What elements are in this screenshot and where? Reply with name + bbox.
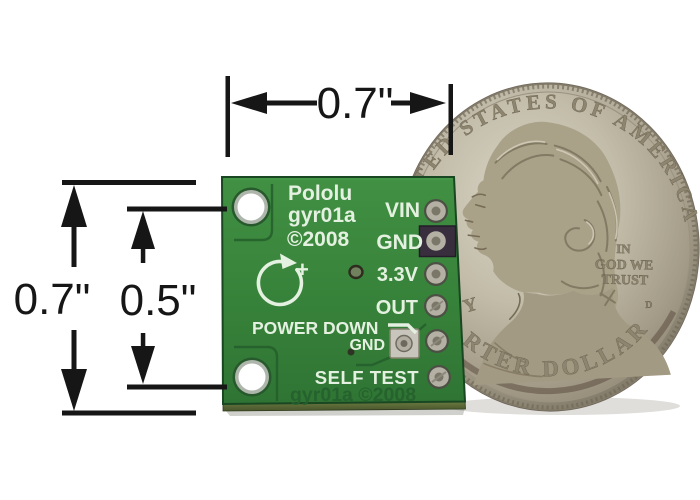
- coin-motto: IN GOD WE TRUST: [595, 241, 654, 289]
- board-shadow: [226, 408, 465, 416]
- board-height-label: 0.7": [14, 275, 91, 324]
- inner-down-arrowhead: [131, 346, 155, 384]
- mounting-hole-bottom: [232, 357, 272, 397]
- outer-bottom-extension-line: [62, 410, 196, 416]
- pin-hole-selftest: [427, 365, 451, 389]
- pin-label-gnd: GND: [376, 231, 423, 254]
- silkscreen-labels: Pololu gyr01a ©2008 VIN GND 3.3V OUT POW…: [252, 182, 423, 406]
- copyright-label: ©2008: [287, 228, 350, 251]
- top-dim-left-tick: [225, 76, 230, 157]
- board-height-dimension: 0.7": [14, 180, 196, 416]
- washington-hair-highlights: [496, 140, 618, 245]
- pin-hole-3v3: [424, 262, 448, 286]
- outer-top-extension-line: [62, 180, 196, 185]
- pin-label-selftest: SELF TEST: [315, 367, 419, 388]
- pin-label-vin: VIN: [385, 199, 420, 222]
- via-3v3: [348, 264, 364, 280]
- motto-line-1: IN: [616, 241, 631, 256]
- top-dim-left-arrowhead: [231, 92, 267, 114]
- inner-top-extension-line: [127, 206, 227, 212]
- motto-line-2: GOD WE: [595, 258, 654, 274]
- power-down-gnd-label: GND: [349, 337, 385, 354]
- outer-up-arrowhead: [61, 185, 87, 227]
- rotation-direction-icon: +: [256, 253, 309, 307]
- gyro-board: + Pololu gyr01a ©2008 VIN GND 3.3V OU: [220, 176, 467, 416]
- pin-hole-pd: [425, 329, 449, 353]
- mint-mark: D: [645, 300, 653, 311]
- liberty-fragment: Y: [461, 294, 481, 318]
- washington-face-details: [464, 193, 543, 378]
- top-width-dimension: 0.7": [225, 76, 453, 157]
- model-label: gyr01a: [288, 204, 356, 227]
- power-down-bracket: [388, 323, 418, 335]
- top-dim-right-tick: [448, 84, 453, 155]
- mounting-hole-top: [231, 187, 271, 227]
- hole-spacing-label: 0.5": [120, 276, 197, 325]
- inner-up-arrowhead: [131, 211, 155, 249]
- pin-hole-out: [424, 294, 448, 318]
- hole-spacing-dimension: 0.5": [120, 206, 227, 390]
- via-gnd: [347, 348, 355, 356]
- pin-label-3v3: 3.3V: [377, 264, 419, 286]
- dimension-annotations: 0.7" 0.7" 0.5": [14, 76, 453, 416]
- top-dim-right-arrowhead: [410, 92, 446, 114]
- motto-line-3: TRUST: [601, 273, 649, 289]
- washington-bust: [462, 121, 671, 386]
- etched-text: gyr01a ©2008: [290, 384, 416, 406]
- outer-down-arrowhead: [61, 369, 87, 411]
- pin-hole-vin: [424, 199, 448, 223]
- pin-holes: [424, 199, 451, 389]
- inner-bottom-extension-line: [127, 384, 227, 390]
- brand-label: Pololu: [288, 182, 352, 205]
- coin-reeded-edge: [400, 84, 698, 410]
- rotation-plus-sign: +: [296, 257, 309, 282]
- power-down-label: POWER DOWN: [252, 318, 378, 338]
- top-width-label: 0.7": [317, 79, 394, 128]
- pin-label-out: OUT: [376, 297, 418, 319]
- pin-hole-gnd: [426, 231, 446, 251]
